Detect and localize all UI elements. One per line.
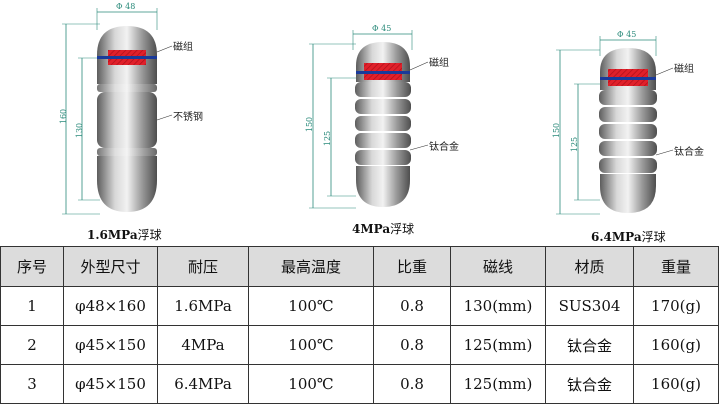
cell-pressure: 4MPa <box>157 325 249 365</box>
header-density: 比重 <box>373 246 451 287</box>
cell-material: SUS304 <box>545 286 634 326</box>
cell-magnet-line: 125(mm) <box>450 325 546 365</box>
header-size: 外型尺寸 <box>63 246 158 287</box>
cell-pressure: 6.4MPa <box>157 364 249 404</box>
cell-magnet-line: 130(mm) <box>450 286 546 326</box>
float-2-width-dim: Φ 45 <box>372 24 392 33</box>
float-2-caption: 4MPa浮球 <box>352 222 415 236</box>
cell-weight: 160(g) <box>633 364 719 404</box>
cell-density: 0.8 <box>373 325 451 365</box>
float-3-width-dim: Φ 45 <box>617 30 637 39</box>
cell-index: 1 <box>0 286 64 326</box>
cell-weight: 160(g) <box>633 325 719 365</box>
cell-density: 0.8 <box>373 286 451 326</box>
float-1-magnet-label: 磁组 <box>173 42 193 53</box>
cell-magnet-line: 125(mm) <box>450 364 546 404</box>
cell-max-temp: 100℃ <box>248 364 374 404</box>
float-1-inner-dim: 130 <box>75 122 85 139</box>
float-drawing <box>62 8 674 215</box>
header-index: 序号 <box>0 246 64 287</box>
float-2-magnet-label: 磁组 <box>429 58 449 69</box>
float-3-caption: 6.4MPa浮球 <box>591 230 666 244</box>
cell-max-temp: 100℃ <box>248 286 374 326</box>
float-3-magnet-label: 磁组 <box>674 64 694 75</box>
float-3-material-label: 钛合金 <box>674 147 704 158</box>
cell-weight: 170(g) <box>633 286 719 326</box>
header-magnet-line: 磁线 <box>450 246 546 287</box>
cell-size: φ45×150 <box>63 325 158 365</box>
cell-material: 钛合金 <box>545 364 634 404</box>
cell-index: 3 <box>0 364 64 404</box>
header-weight: 重量 <box>633 246 719 287</box>
header-pressure: 耐压 <box>157 246 249 287</box>
float-1-total-dim: 160 <box>59 108 69 125</box>
header-max-temp: 最高温度 <box>248 246 374 287</box>
header-material: 材质 <box>545 246 634 287</box>
float-2-total-dim: 150 <box>305 116 315 133</box>
cell-index: 2 <box>0 325 64 365</box>
spec-table-header: 序号 外型尺寸 耐压 最高温度 比重 磁线 材质 重量 <box>0 246 719 287</box>
cell-size: φ48×160 <box>63 286 158 326</box>
float-3-drawing <box>556 36 674 215</box>
float-1-caption: 1.6MPa浮球 <box>87 228 162 242</box>
float-illustrations: Φ 48 160 130 磁组 不锈钢 1.6MPa浮球 Φ 45 150 12… <box>59 2 704 244</box>
float-1-width-dim: Φ 48 <box>116 2 136 11</box>
table-row: 2 φ45×150 4MPa 100℃ 0.8 125(mm) 钛合金 160(… <box>0 325 719 365</box>
float-1-drawing <box>62 8 173 215</box>
cell-size: φ45×150 <box>63 364 158 404</box>
cell-material: 钛合金 <box>545 325 634 365</box>
float-2-inner-dim: 125 <box>323 130 333 147</box>
spec-table: 序号 外型尺寸 耐压 最高温度 比重 磁线 材质 重量 1 φ48×160 1.… <box>0 246 719 404</box>
cell-density: 0.8 <box>373 364 451 404</box>
float-1-material-label: 不锈钢 <box>173 112 203 123</box>
cell-max-temp: 100℃ <box>248 325 374 365</box>
float-3-inner-dim: 125 <box>570 136 580 153</box>
float-2-drawing <box>309 30 429 209</box>
table-row: 3 φ45×150 6.4MPa 100℃ 0.8 125(mm) 钛合金 16… <box>0 364 719 404</box>
float-2-material-label: 钛合金 <box>429 142 459 153</box>
float-3-total-dim: 150 <box>552 122 562 139</box>
cell-pressure: 1.6MPa <box>157 286 249 326</box>
table-row: 1 φ48×160 1.6MPa 100℃ 0.8 130(mm) SUS304… <box>0 286 719 326</box>
